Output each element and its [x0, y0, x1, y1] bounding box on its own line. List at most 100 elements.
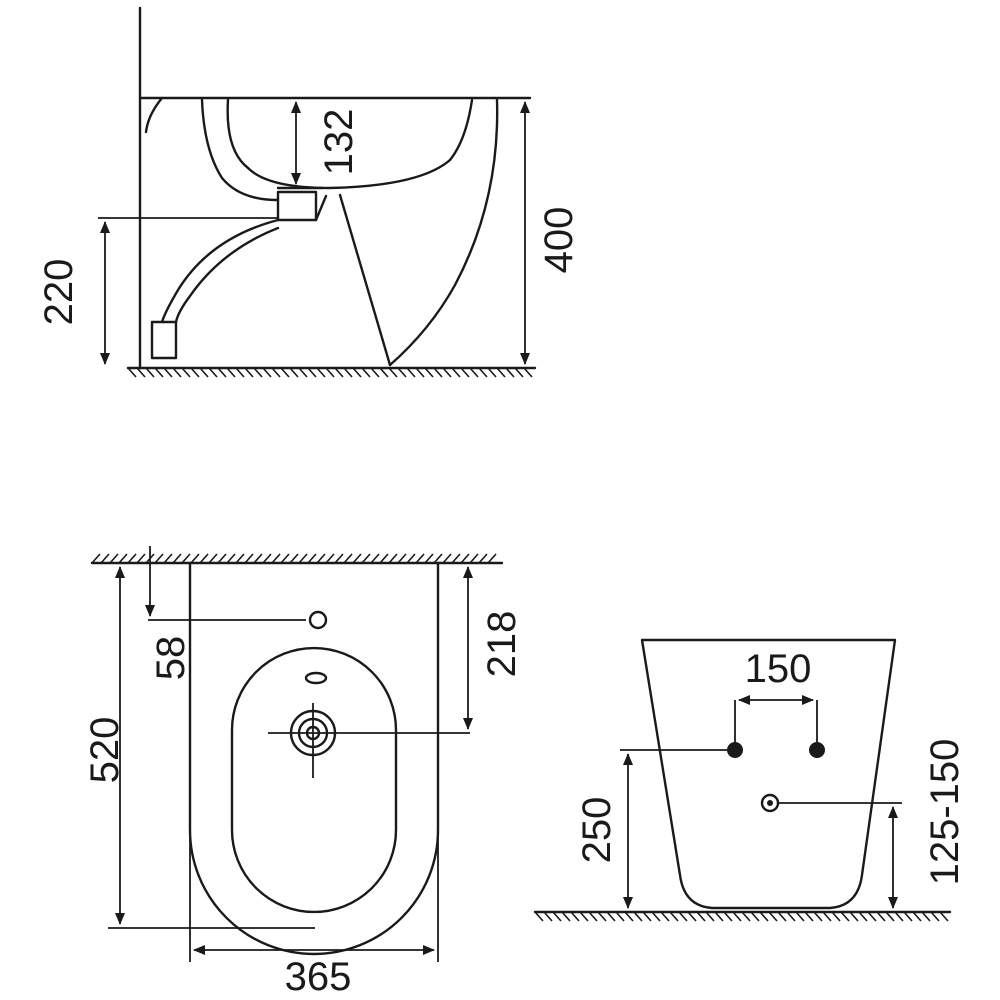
rear-floor-hatch	[534, 911, 949, 922]
hatch-stroke	[352, 367, 362, 378]
top-wall-hatch	[91, 553, 497, 564]
dim-bowl-depth-label: 132	[317, 109, 361, 176]
hatch-stroke	[280, 553, 290, 564]
hatch-stroke	[741, 911, 751, 922]
hatch-stroke	[397, 553, 407, 564]
hatch-stroke	[370, 553, 380, 564]
hatch-stroke	[406, 367, 416, 378]
hatch-stroke	[588, 911, 598, 922]
hatch-stroke	[235, 553, 245, 564]
hatch-stroke	[768, 911, 778, 922]
side-outlet-diag	[314, 194, 328, 222]
hatch-stroke	[660, 911, 670, 922]
hatch-stroke	[795, 911, 805, 922]
hatch-stroke	[813, 911, 823, 922]
hatch-stroke	[696, 911, 706, 922]
hatch-stroke	[370, 367, 380, 378]
hatch-stroke	[912, 911, 922, 922]
hatch-stroke	[552, 911, 562, 922]
side-bowl-inner	[226, 98, 474, 190]
hatch-stroke	[316, 553, 326, 564]
side-floor-outlet	[150, 320, 178, 360]
hatch-stroke	[127, 367, 137, 378]
hatch-stroke	[118, 553, 128, 564]
hatch-stroke	[867, 911, 877, 922]
hatch-stroke	[253, 367, 263, 378]
hatch-stroke	[226, 553, 236, 564]
hatch-stroke	[91, 553, 101, 564]
hatch-stroke	[217, 367, 227, 378]
hatch-stroke	[217, 553, 227, 564]
hatch-stroke	[469, 367, 479, 378]
hatch-stroke	[262, 553, 272, 564]
dim-height-label: 400	[537, 207, 581, 274]
hatch-stroke	[343, 367, 353, 378]
hatch-stroke	[154, 367, 164, 378]
hatch-stroke	[325, 553, 335, 564]
dim-drain-offset-label: 218	[480, 611, 524, 678]
hatch-stroke	[235, 367, 245, 378]
hatch-stroke	[361, 553, 371, 564]
hatch-stroke	[361, 367, 371, 378]
rear-supply-hole-right	[809, 742, 825, 758]
hatch-stroke	[777, 911, 787, 922]
hatch-stroke	[831, 911, 841, 922]
hatch-stroke	[678, 911, 688, 922]
hatch-stroke	[325, 367, 335, 378]
hatch-stroke	[615, 911, 625, 922]
top-bowl-outer	[230, 646, 398, 914]
hatch-stroke	[894, 911, 904, 922]
side-outlet-box	[276, 190, 318, 222]
hatch-stroke	[460, 367, 470, 378]
hatch-stroke	[451, 553, 461, 564]
dim-supply-height-label: 250	[575, 797, 619, 864]
hatch-stroke	[334, 553, 344, 564]
hatch-stroke	[109, 553, 119, 564]
hatch-stroke	[624, 911, 634, 922]
dim-supply-spacing-label: 150	[745, 647, 812, 691]
rear-supply-hole-left	[727, 742, 743, 758]
hatch-stroke	[597, 911, 607, 922]
hatch-stroke	[190, 367, 200, 378]
dim-drain-height-range-label: 125-150	[923, 739, 967, 886]
hatch-stroke	[714, 911, 724, 922]
hatch-stroke	[723, 911, 733, 922]
hatch-stroke	[136, 553, 146, 564]
hatch-stroke	[388, 367, 398, 378]
hatch-stroke	[397, 367, 407, 378]
hatch-stroke	[786, 911, 796, 922]
dim-drain-height-label: 220	[37, 259, 81, 326]
hatch-stroke	[642, 911, 652, 922]
side-view: 132 400 220	[37, 6, 581, 378]
hatch-stroke	[451, 367, 461, 378]
hatch-stroke	[244, 367, 254, 378]
hatch-stroke	[289, 367, 299, 378]
side-floor-hatch	[127, 367, 533, 378]
hatch-stroke	[487, 553, 497, 564]
side-bowl-outer	[200, 98, 280, 202]
hatch-stroke	[406, 553, 416, 564]
hatch-stroke	[804, 911, 814, 922]
hatch-stroke	[181, 553, 191, 564]
hatch-stroke	[903, 911, 913, 922]
hatch-stroke	[163, 367, 173, 378]
hatch-stroke	[505, 367, 515, 378]
top-outline	[188, 561, 440, 956]
hatch-stroke	[732, 911, 742, 922]
top-view: 58 218 520 365	[83, 546, 524, 999]
hatch-stroke	[127, 553, 137, 564]
dim-width-label: 365	[285, 955, 352, 999]
rear-view: 150 250 125-150	[533, 638, 967, 922]
hatch-stroke	[415, 553, 425, 564]
hatch-stroke	[822, 911, 832, 922]
hatch-stroke	[316, 367, 326, 378]
hatch-stroke	[271, 553, 281, 564]
hatch-stroke	[298, 367, 308, 378]
hatch-stroke	[388, 553, 398, 564]
hatch-stroke	[262, 367, 272, 378]
hatch-stroke	[271, 367, 281, 378]
hatch-stroke	[442, 553, 452, 564]
hatch-stroke	[849, 911, 859, 922]
hatch-stroke	[633, 911, 643, 922]
hatch-stroke	[199, 553, 209, 564]
